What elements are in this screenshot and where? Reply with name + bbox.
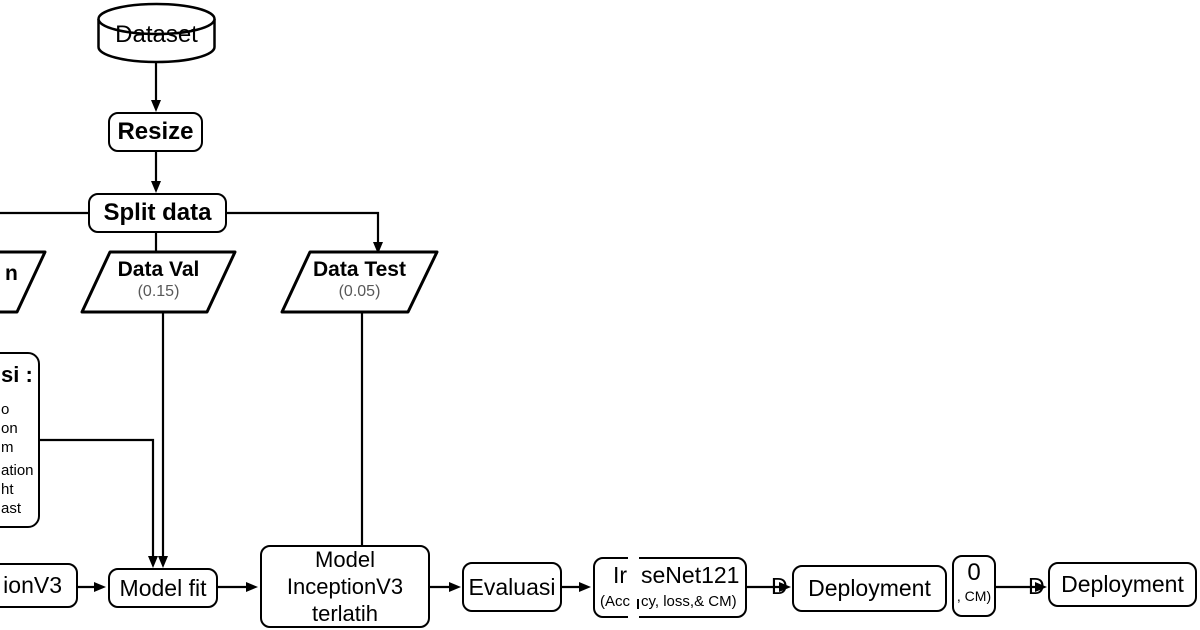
augmentation-item-partial: ast [1, 500, 22, 517]
text-remnant-mark [637, 599, 639, 609]
metric-bottom-fragment: , CM) [956, 588, 992, 604]
data-val-parallelogram [80, 250, 237, 314]
augmentation-item-partial: o [1, 401, 10, 418]
result-title-fragment: Ir [613, 562, 628, 588]
pretrained-model-box: ionV3 [0, 563, 78, 608]
trained-model-label: Model InceptionV3 terlatih [286, 547, 404, 626]
augmentation-item-partial: ation [1, 462, 34, 479]
result-box [593, 557, 747, 618]
model-fit-box: Model fit [108, 568, 218, 608]
split-data-label: Split data [103, 199, 212, 226]
augmentation-item-partial: m [1, 439, 14, 456]
pretrained-model-label-partial: ionV3 [3, 572, 62, 598]
data-test-label: Data Test [313, 258, 406, 281]
result-subtitle-fragment: (Acc [600, 593, 630, 610]
model-fit-label: Model fit [119, 574, 207, 601]
deployment-box-1: Deployment [792, 565, 947, 612]
data-train-parallelogram [0, 250, 47, 314]
deployment-label: Deployment [808, 575, 931, 601]
data-test-ratio: (0.05) [338, 283, 381, 300]
augmentation-box [0, 352, 40, 528]
seam-letter: D [771, 573, 788, 599]
metric-box-partial: 0 , CM) [952, 555, 996, 617]
augmentation-title-partial: si : [1, 362, 33, 387]
result-subtitle-fragment: cy, loss,& CM) [641, 593, 737, 610]
deployment-box-2: Deployment [1048, 562, 1197, 607]
trained-model-box: Model InceptionV3 terlatih [260, 545, 430, 628]
resize-label: Resize [117, 118, 194, 145]
seam-letter: D [1028, 573, 1045, 599]
metric-top-fragment: 0 [967, 559, 981, 586]
resize-box: Resize [108, 112, 203, 152]
augmentation-item-partial: on [1, 420, 18, 437]
image-seam [628, 535, 639, 630]
augmentation-item-partial: ht [1, 481, 14, 498]
data-test-parallelogram [280, 250, 439, 314]
data-train-label-partial: n [5, 262, 18, 285]
evaluation-box: Evaluasi [462, 562, 562, 612]
dataset-label: Dataset [115, 21, 198, 48]
evaluation-label: Evaluasi [468, 573, 556, 600]
dataset-cylinder [97, 2, 216, 64]
arrowheads [94, 100, 1047, 592]
data-val-ratio: (0.15) [137, 283, 180, 300]
data-val-label: Data Val [117, 258, 200, 281]
result-title-fragment: seNet121 [641, 562, 740, 588]
deployment-label: Deployment [1061, 571, 1184, 597]
split-data-box: Split data [88, 193, 227, 233]
